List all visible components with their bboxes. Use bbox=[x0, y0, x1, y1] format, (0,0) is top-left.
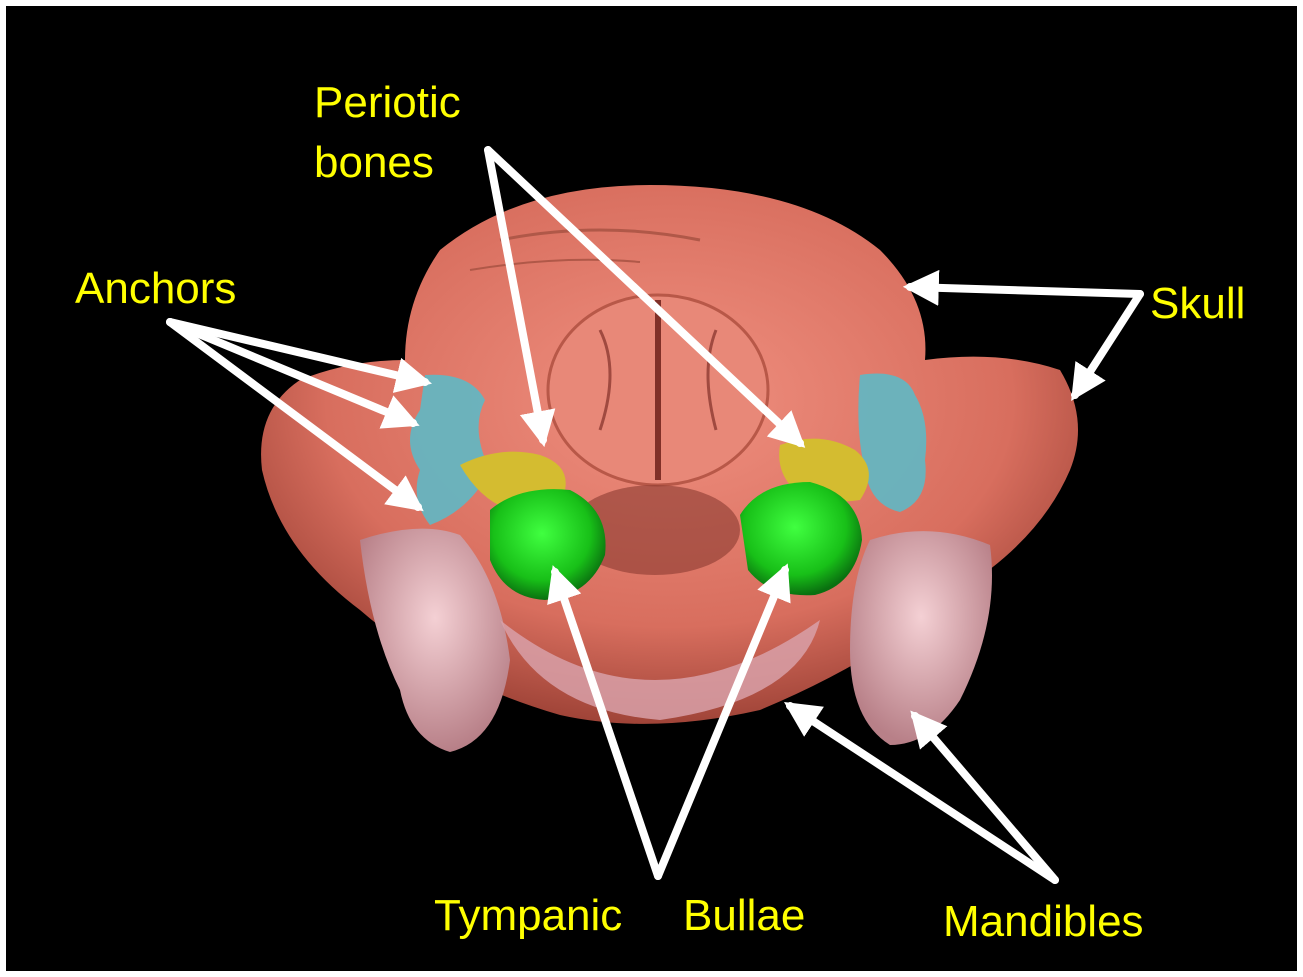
mandibles-label: Mandibles bbox=[943, 896, 1144, 948]
skull-label: Skull bbox=[1150, 278, 1245, 330]
bullae-label: Bullae bbox=[683, 890, 805, 942]
skull-render bbox=[6, 6, 1297, 971]
anchors-label: Anchors bbox=[75, 263, 236, 315]
figure-canvas: Periotic bones Anchors Skull Tympanic Bu… bbox=[6, 6, 1297, 971]
tympanic-label: Tympanic bbox=[434, 890, 622, 942]
arrow-skull-top bbox=[910, 287, 1140, 294]
arrow-skull-side bbox=[1075, 294, 1140, 395]
periotic-label-line2: bones bbox=[314, 137, 434, 189]
periotic-label-line1: Periotic bbox=[314, 77, 461, 129]
